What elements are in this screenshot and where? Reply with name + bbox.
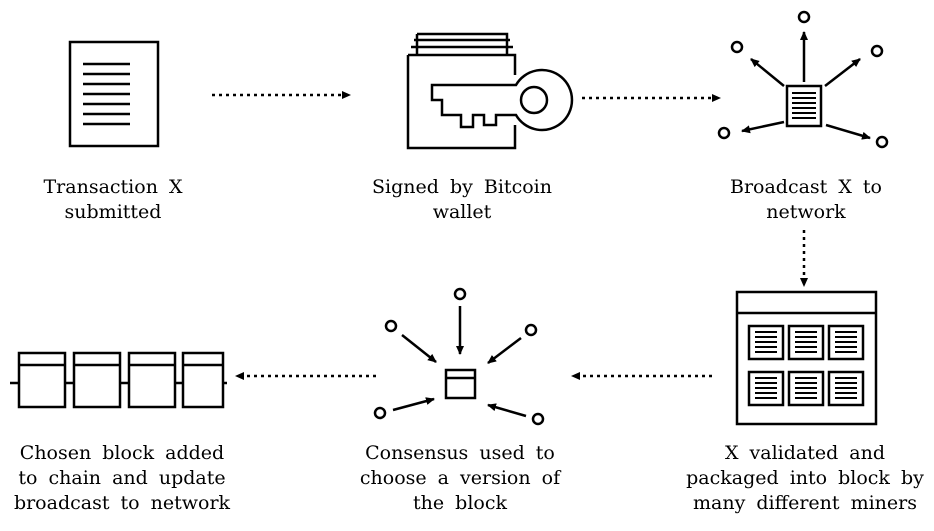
blockchain-icon — [10, 351, 227, 409]
document-icon — [68, 40, 160, 148]
label-line: network — [766, 201, 846, 223]
label-line: broadcast to network — [13, 492, 231, 514]
label-line: Broadcast X to — [729, 176, 882, 198]
step-label-chain: Chosen block added to chain and update b… — [4, 441, 240, 516]
label-line: to chain and update — [18, 467, 226, 489]
step-label-validated: X validated and packaged into block by m… — [678, 441, 932, 516]
label-line: X validated and — [724, 442, 886, 464]
label-line: Transaction X — [43, 176, 183, 198]
consensus-icon — [373, 287, 545, 426]
label-line: many different miners — [693, 492, 917, 514]
step-label-consensus: Consensus used to choose a version of th… — [342, 441, 578, 516]
label-line: choose a version of — [359, 467, 561, 489]
label-line: Chosen block added — [19, 442, 225, 464]
wallet-key-icon — [406, 32, 574, 150]
label-line: wallet — [432, 201, 492, 223]
block-grid-icon — [735, 290, 878, 426]
broadcast-icon — [717, 10, 889, 149]
label-line: Consensus used to — [365, 442, 555, 464]
label-line: Signed by Bitcoin — [372, 176, 552, 198]
step-label-submitted: Transaction X submitted — [18, 175, 208, 225]
label-line: submitted — [64, 201, 162, 223]
step-label-signed: Signed by Bitcoin wallet — [348, 175, 576, 225]
label-line: packaged into block by — [686, 467, 924, 489]
step-label-broadcast: Broadcast X to network — [708, 175, 904, 225]
label-line: the block — [413, 492, 507, 514]
